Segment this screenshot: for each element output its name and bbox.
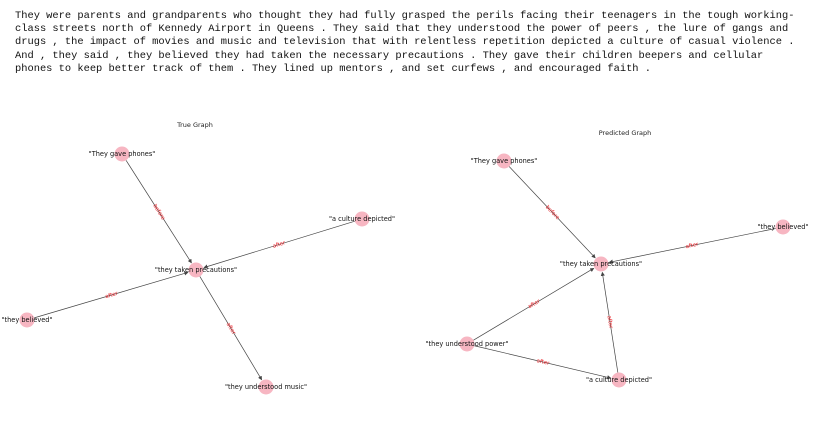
predicted-graph-edge [608, 228, 776, 264]
true-graph-edge [125, 160, 192, 264]
true-graph-node-label: "a culture depicted" [329, 215, 395, 223]
true-graph-title: True Graph [177, 121, 213, 129]
predicted-graph-edge [473, 267, 595, 341]
true-graph-node-label: "they taken precautions" [155, 266, 237, 274]
predicted-graph-edge [508, 166, 596, 259]
true-graph-node [19, 312, 35, 328]
true-graph-nodes [19, 146, 370, 395]
true-graph-node-label: "they believed" [2, 316, 53, 324]
predicted-graph-node [593, 256, 609, 272]
predicted-graph-nodes [459, 153, 791, 388]
true-graph-edge-label: before [151, 203, 166, 221]
true-graph-edge [34, 271, 189, 319]
true-graph-edge-label: after [272, 240, 287, 250]
true-graph-edge [199, 276, 262, 381]
true-graph-labels: before after after after "They gave phones" "… [2, 150, 396, 391]
predicted-graph-node-label: "they understood power" [426, 340, 509, 348]
predicted-graph: before after after after after "They gave pho… [426, 153, 809, 388]
predicted-graph-node [459, 336, 475, 352]
predicted-graph-edge-label: after [527, 298, 542, 310]
predicted-graph-edges [473, 166, 776, 380]
true-graph-node [114, 146, 130, 162]
predicted-graph-edge-label: after [685, 242, 699, 251]
predicted-graph-node [775, 219, 791, 235]
predicted-graph-node [496, 153, 512, 169]
predicted-graph-node-label: "they taken precautions" [560, 260, 642, 268]
predicted-graph-labels: before after after after after "They gave pho… [426, 157, 809, 384]
predicted-graph-node [611, 372, 627, 388]
true-graph-edge-label: after [105, 291, 120, 301]
source-passage: They were parents and grandparents who t… [15, 10, 795, 75]
true-graph-node [354, 211, 370, 227]
true-graph-node-label: "They gave phones" [89, 150, 156, 158]
predicted-graph-edge-label: before [544, 204, 561, 221]
true-graph-node-label: "they understood music" [225, 383, 307, 391]
true-graph-node [258, 379, 274, 395]
true-graph: before after after after "They gave phones" "… [2, 146, 396, 395]
true-graph-edge-label: after [225, 322, 237, 337]
predicted-graph-title: Predicted Graph [598, 129, 652, 137]
predicted-graph-node-label: "a culture depicted" [586, 376, 652, 384]
true-graph-node [188, 262, 204, 278]
true-graph-edges [34, 160, 355, 381]
predicted-graph-edge [600, 271, 619, 373]
true-graph-edge [203, 220, 355, 269]
predicted-graph-edge-label: after [536, 358, 551, 367]
predicted-graph-edge-label: after [606, 315, 614, 329]
predicted-graph-node-label: "they believed" [758, 223, 809, 231]
predicted-graph-node-label: "They gave phones" [471, 157, 538, 165]
predicted-graph-edge [474, 345, 612, 380]
